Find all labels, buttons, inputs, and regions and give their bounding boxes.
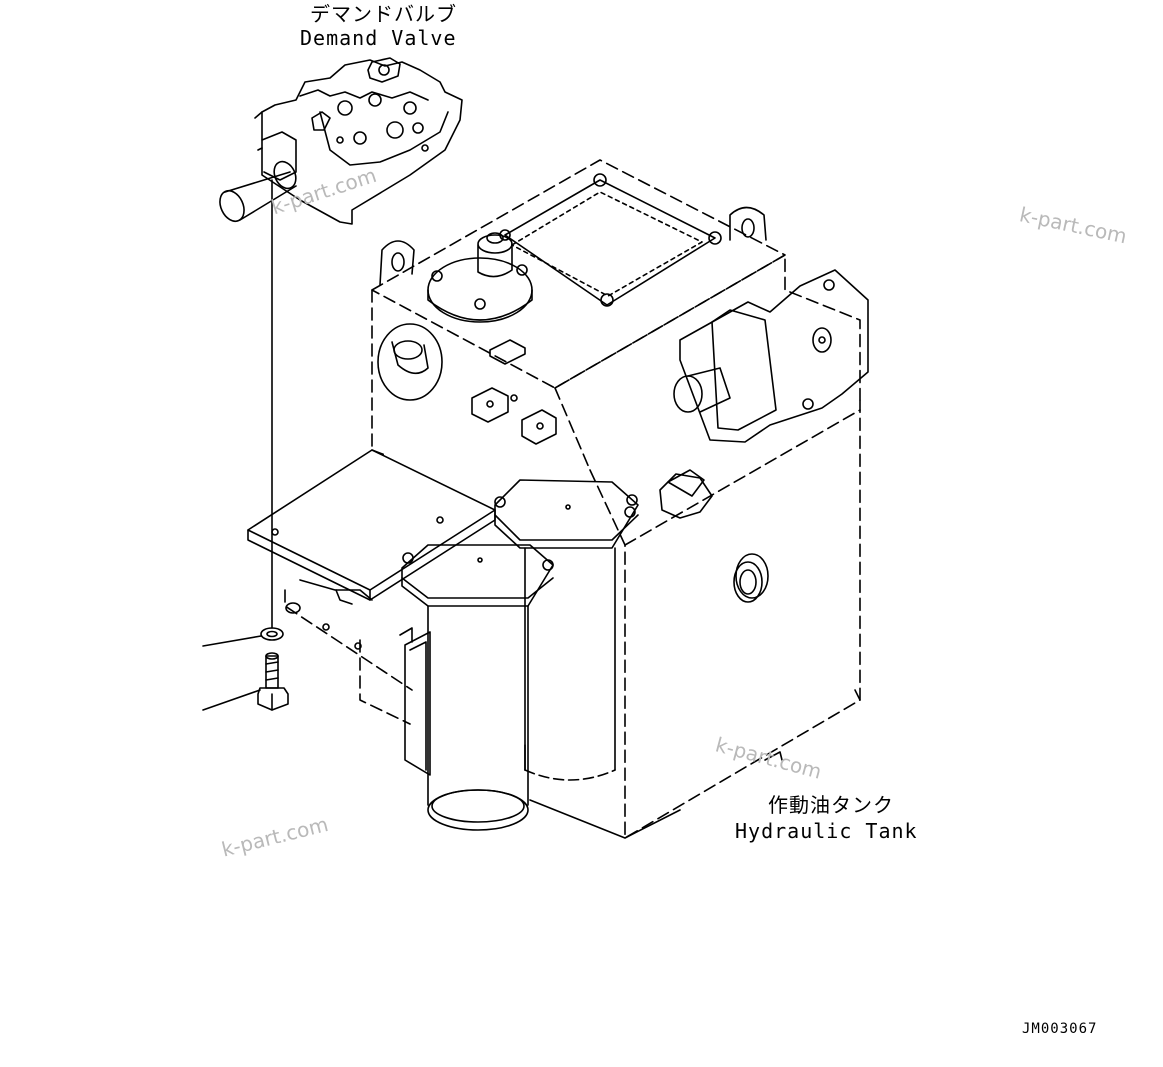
demand-valve-drawing — [215, 58, 462, 225]
bolt-drawing — [203, 653, 288, 710]
hydraulic-tank-label-jp: 作動油タンク — [768, 793, 894, 817]
drawing-code: JM003067 — [1022, 1021, 1098, 1037]
demand-valve-label-jp: デマンドバルブ — [310, 2, 457, 26]
hydraulic-tank-drawing — [248, 160, 868, 838]
washer-drawing — [203, 628, 283, 646]
demand-valve-label-en: Demand Valve — [300, 26, 457, 50]
hydraulic-tank-label-en: Hydraulic Tank — [735, 819, 918, 843]
